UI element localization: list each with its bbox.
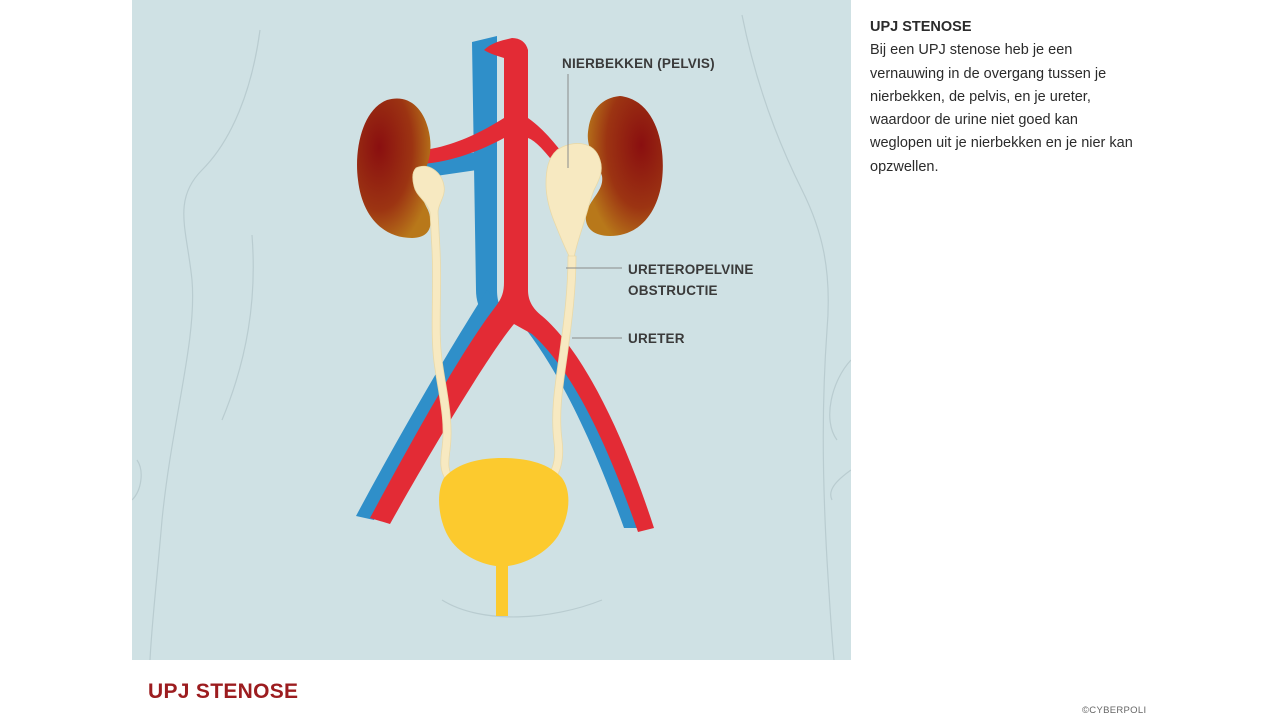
description-title: UPJ STENOSE [870,19,972,35]
left-kidney [357,98,431,238]
label-pelvis: NIERBEKKEN (PELVIS) [562,56,715,71]
copyright-notice: ©CYBERPOLI [1082,705,1147,716]
description-text: Bij een UPJ stenose heb je een vernauwin… [870,42,1133,175]
label-ureter: URETER [628,331,685,346]
leader-lines [566,74,622,339]
page-title: UPJ STENOSE [148,680,299,703]
urinary-tract [412,143,602,481]
urinary-tract-diagram: NIERBEKKEN (PELVIS) URETEROPELVINE OBSTR… [132,14,851,660]
description-panel: UPJ STENOSE Bij een UPJ stenose heb je e… [870,16,1140,179]
right-kidney [585,96,663,236]
bladder [439,458,569,616]
anatomy-figure: NIERBEKKEN (PELVIS) URETEROPELVINE OBSTR… [132,0,851,660]
label-obstruction-line2: OBSTRUCTIE [628,283,718,298]
label-obstruction-line1: URETEROPELVINE [628,262,754,277]
body-outline [132,14,851,660]
